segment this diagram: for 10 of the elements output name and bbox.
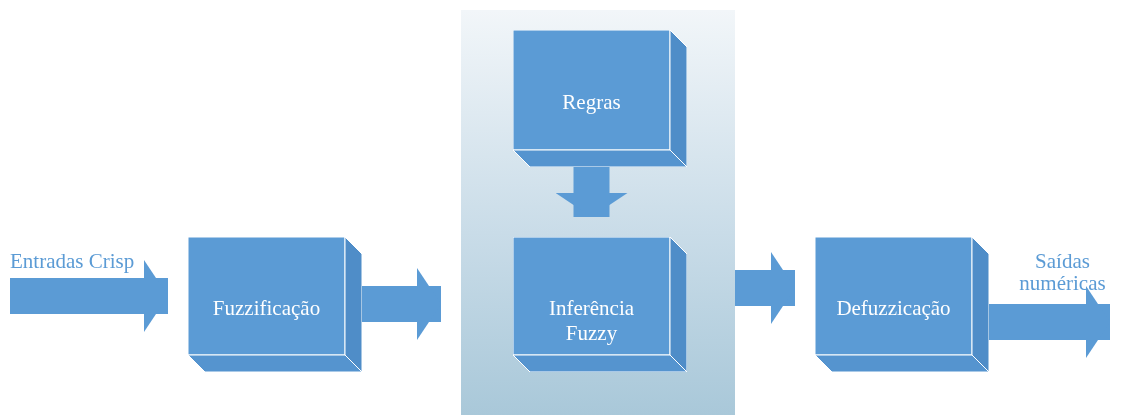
- band-panel: [461, 10, 735, 415]
- box-label: Fuzzificação: [211, 296, 322, 322]
- box-label: Defuzzicação: [835, 296, 952, 322]
- block-arrow: [735, 252, 795, 324]
- box-label: Regras: [561, 90, 622, 116]
- block-arrow: [989, 286, 1110, 358]
- box-label: Inferência Fuzzy: [547, 296, 636, 347]
- block-arrow: [555, 167, 628, 217]
- block-arrow: [362, 268, 441, 340]
- block-arrow: [10, 260, 168, 332]
